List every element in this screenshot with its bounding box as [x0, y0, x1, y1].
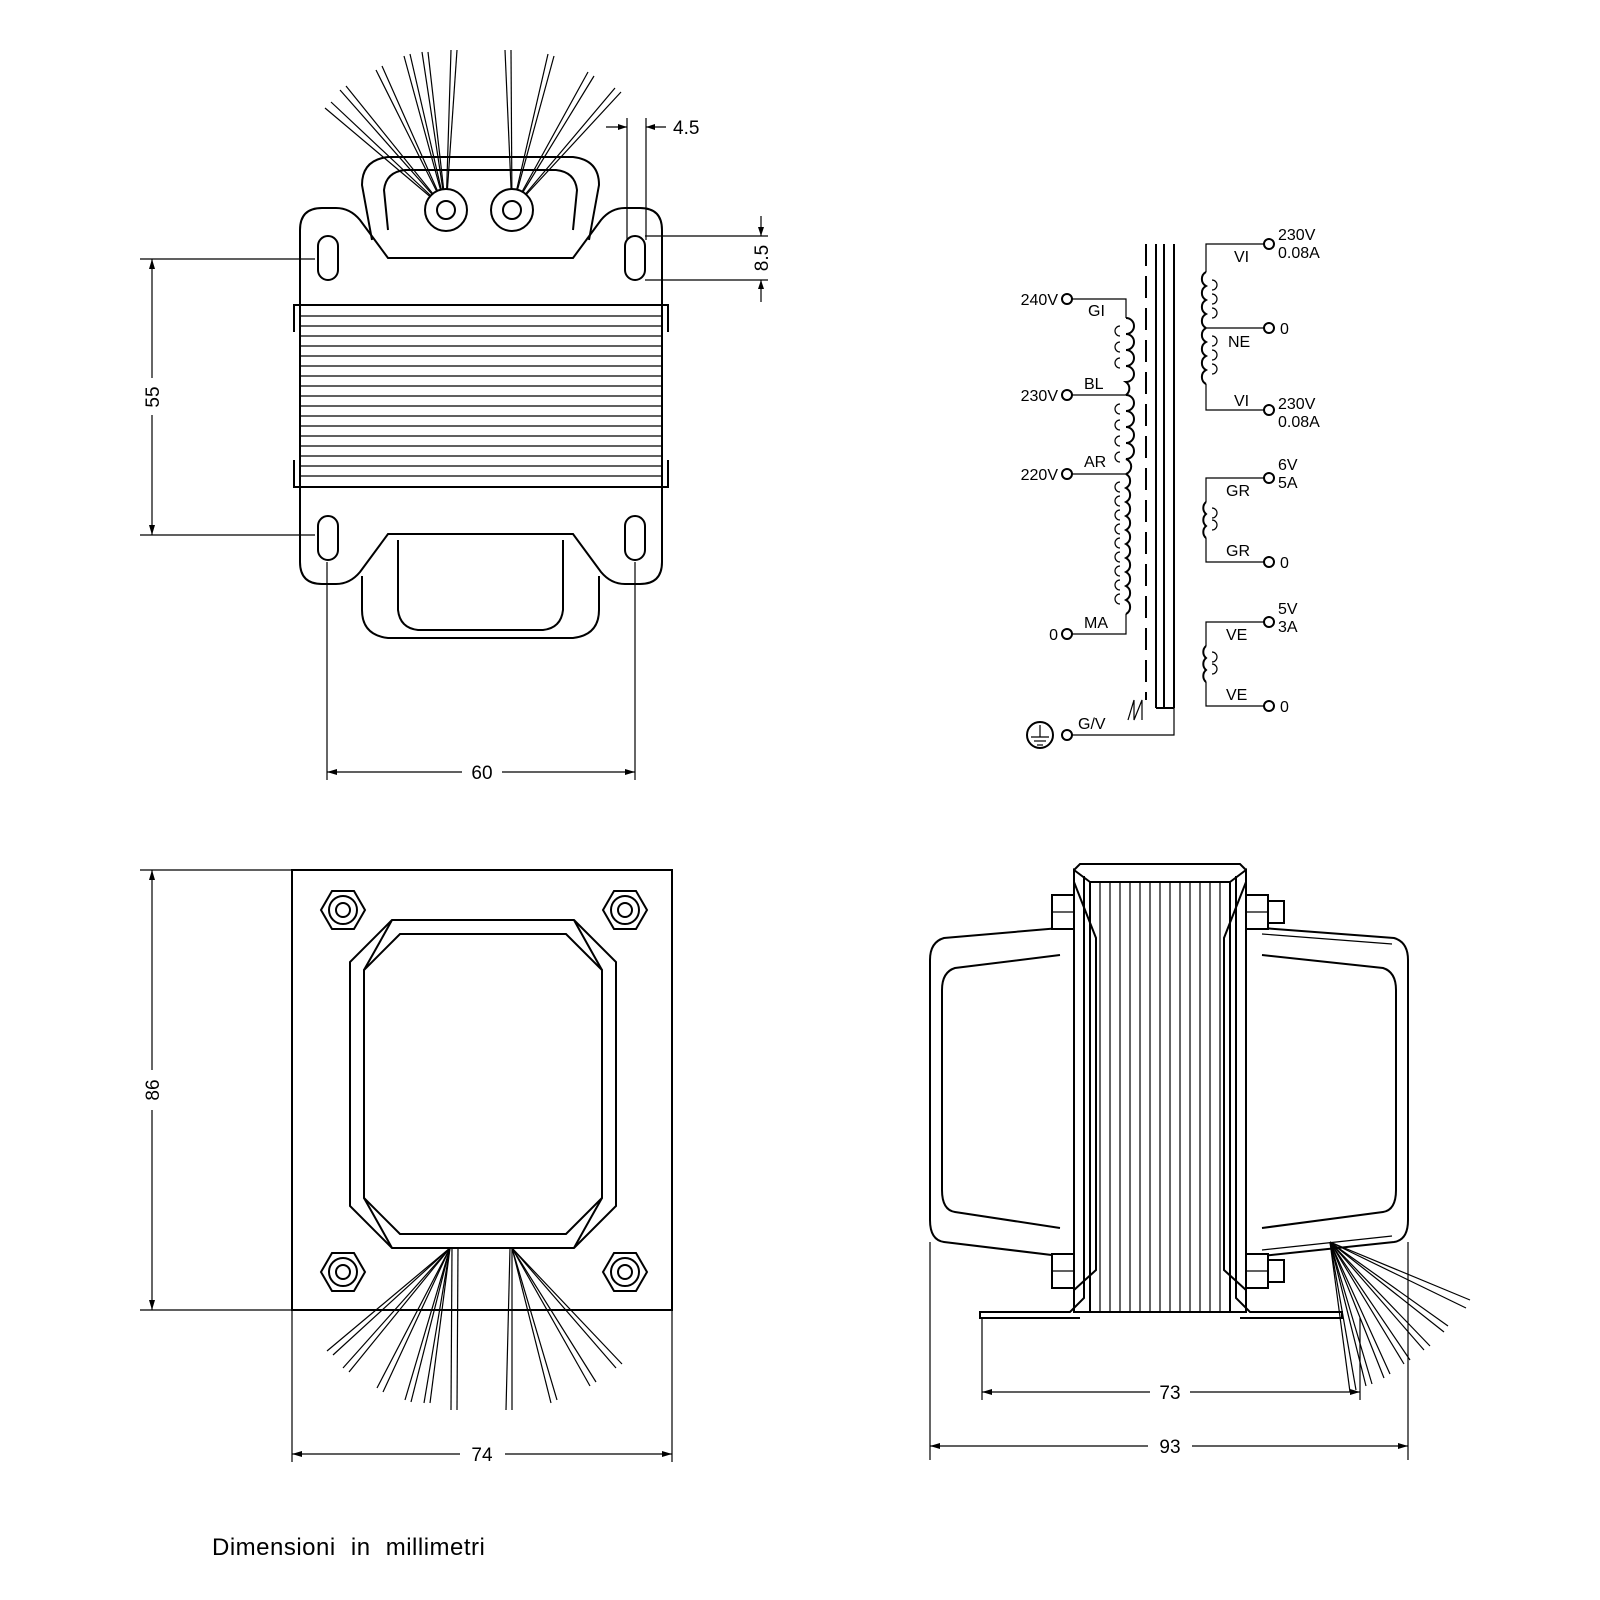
wire-color-ve-top: VE [1226, 627, 1247, 644]
hv-bottom-voltage: 230V [1278, 396, 1316, 413]
primary-220v-label: 220V [1021, 467, 1059, 484]
mounting-nut [601, 890, 649, 930]
hv-bottom-current: 0.08A [1278, 414, 1320, 431]
wiring-schematic: 240V 230V 220V 0 GI BL AR MA G/V VI NE V… [1021, 227, 1320, 749]
top-view: 60 55 4.5 8.5 [140, 49, 773, 784]
mounting-nut [319, 890, 367, 930]
winding-6v-current: 5A [1278, 475, 1298, 492]
dim-front-height: 86 [143, 1079, 164, 1100]
dim-side-mount: 73 [1159, 1383, 1180, 1404]
bolt-nut [1051, 1253, 1075, 1289]
front-view-wires [326, 1247, 623, 1411]
dim-slot-width: 4.5 [673, 118, 699, 139]
units-caption: Dimensioni in millimetri [212, 1534, 486, 1561]
dim-top-width: 60 [471, 763, 492, 784]
hv-center-voltage: 0 [1280, 321, 1289, 338]
wire-color-gr-bottom: GR [1226, 543, 1250, 560]
winding-5v-current: 3A [1278, 619, 1298, 636]
dim-slot-length: 8.5 [752, 245, 773, 271]
wire-color-vi-bottom: VI [1234, 393, 1249, 410]
primary-0-label: 0 [1049, 627, 1058, 644]
primary-230v-label: 230V [1021, 388, 1059, 405]
wire-color-gr-top: GR [1226, 483, 1250, 500]
bolt-nut [1245, 894, 1285, 930]
side-view-wires [1329, 1241, 1471, 1393]
mounting-nut [319, 1252, 367, 1292]
core-laminations [300, 315, 662, 477]
ground-symbol-icon [1026, 721, 1054, 749]
top-view-wires [324, 49, 622, 211]
dim-front-width: 74 [471, 1445, 493, 1466]
wire-color-gi: GI [1088, 303, 1105, 320]
side-view: 73 93 [929, 863, 1471, 1460]
bolt-nut [1051, 894, 1075, 930]
winding-6v-zero: 0 [1280, 555, 1289, 572]
wire-color-ne: NE [1228, 334, 1250, 351]
winding-5v-voltage: 5V [1278, 601, 1298, 618]
front-view: 74 86 [140, 869, 673, 1466]
wire-color-vi-top: VI [1234, 249, 1249, 266]
wire-color-gv: G/V [1078, 716, 1106, 733]
wire-color-bl: BL [1084, 376, 1104, 393]
mounting-nut [601, 1252, 649, 1292]
winding-6v-voltage: 6V [1278, 457, 1298, 474]
hv-top-current: 0.08A [1278, 245, 1320, 262]
wire-color-ma: MA [1084, 615, 1108, 632]
primary-240v-label: 240V [1021, 292, 1059, 309]
dim-side-overall: 93 [1159, 1437, 1180, 1458]
side-core-laminations [1099, 882, 1221, 1312]
wire-color-ve-bottom: VE [1226, 687, 1247, 704]
bolt-nut [1245, 1253, 1285, 1289]
winding-5v-zero: 0 [1280, 699, 1289, 716]
dim-top-height: 55 [143, 386, 164, 407]
hv-top-voltage: 230V [1278, 227, 1316, 244]
wire-color-ar: AR [1084, 454, 1106, 471]
